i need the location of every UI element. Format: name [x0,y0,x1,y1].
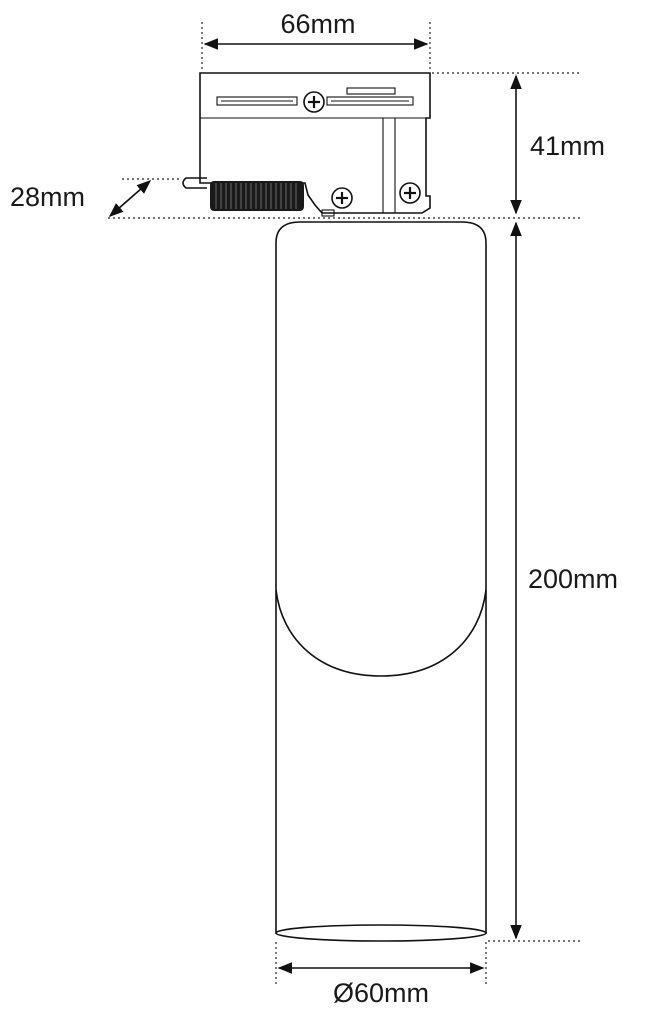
screw-icon [331,187,353,209]
adapter-height-label: 41mm [530,131,605,161]
adapter-lever [182,177,207,189]
track-adapter [182,72,431,217]
adapter-slot-left [216,96,298,106]
adapter-tab [321,209,335,217]
diameter-dimension: Ø60mm [275,942,487,1008]
knob-depth-label: 28mm [10,182,85,212]
cylinder-bottom-opening [275,924,487,942]
cylinder-outline [275,221,487,934]
knob-depth-dimension: 28mm [10,178,180,217]
knob-depth-arrow [108,180,152,217]
knurled-knob [210,181,304,211]
body-height-dimension: 200mm [488,221,618,942]
cylinder-body [275,221,487,942]
adapter-slot-right [326,96,414,106]
adapter-contact-block [346,87,396,95]
adapter-height-dimension: 41mm [432,72,605,215]
cylinder-cutout-arc [275,589,487,677]
adapter-housing [199,72,431,214]
screw-icon [399,182,421,204]
width-label: 66mm [280,9,355,39]
width-dimension: 66mm [201,9,431,72]
body-height-label: 200mm [528,564,618,594]
screw-icon [303,91,325,113]
diameter-label: Ø60mm [333,978,429,1008]
